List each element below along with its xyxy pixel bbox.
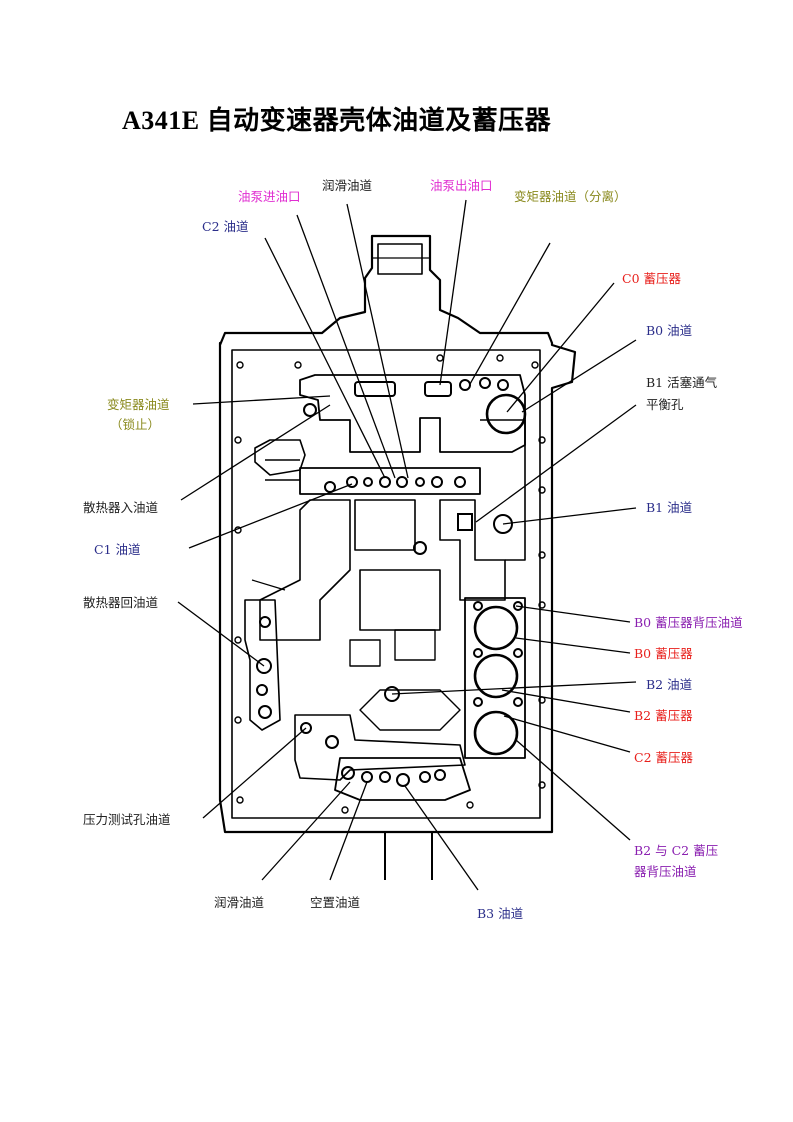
label-b0-accumulator: B0 蓄压器 [634, 646, 693, 661]
label-c1-passage: C1 油道 [94, 542, 141, 557]
label-converter-release: 变矩器油道（分离） [514, 189, 627, 204]
label-converter-lockup-1: 变矩器油道 [107, 397, 170, 412]
label-c2-passage: C2 油道 [202, 219, 249, 234]
label-spare-passage: 空置油道 [310, 895, 361, 910]
label-b0-accum-backpressure: B0 蓄压器背压油道 [634, 615, 743, 630]
label-pump-inlet: 油泵进油口 [238, 189, 301, 204]
label-cooler-return: 散热器回油道 [83, 595, 159, 610]
label-b2-accumulator: B2 蓄压器 [634, 708, 693, 723]
label-b2-c2-backpressure-2: 器背压油道 [634, 864, 697, 879]
label-lube-passage-bottom: 润滑油道 [214, 895, 265, 910]
label-b1-passage: B1 油道 [646, 500, 693, 515]
label-b3-passage: B3 油道 [477, 906, 524, 921]
label-pressure-test: 压力测试孔油道 [83, 812, 171, 827]
label-lube-passage-top: 润滑油道 [322, 178, 373, 193]
label-c0-accumulator: C0 蓄压器 [622, 271, 681, 286]
label-b1-piston-vent-2: 平衡孔 [646, 397, 684, 412]
transmission-case-body [218, 234, 577, 834]
label-converter-lockup-2: （锁止） [110, 417, 161, 432]
leader-lines [177, 199, 637, 891]
label-cooler-inlet: 散热器入油道 [83, 500, 159, 515]
accumulator-bores [473, 393, 527, 756]
label-b2-passage: B2 油道 [646, 677, 693, 692]
page-title: A341E 自动变速器壳体油道及蓄压器 [122, 106, 552, 135]
label-pump-outlet: 油泵出油口 [430, 178, 493, 193]
label-c2-accumulator: C2 蓄压器 [634, 750, 693, 765]
bottom-pipes [384, 832, 433, 880]
label-b1-piston-vent-1: B1 活塞通气 [646, 375, 718, 390]
oil-passage-ports [256, 377, 523, 787]
label-b2-c2-backpressure-1: B2 与 C2 蓄压 [634, 843, 719, 858]
label-b0-passage: B0 油道 [646, 323, 693, 338]
